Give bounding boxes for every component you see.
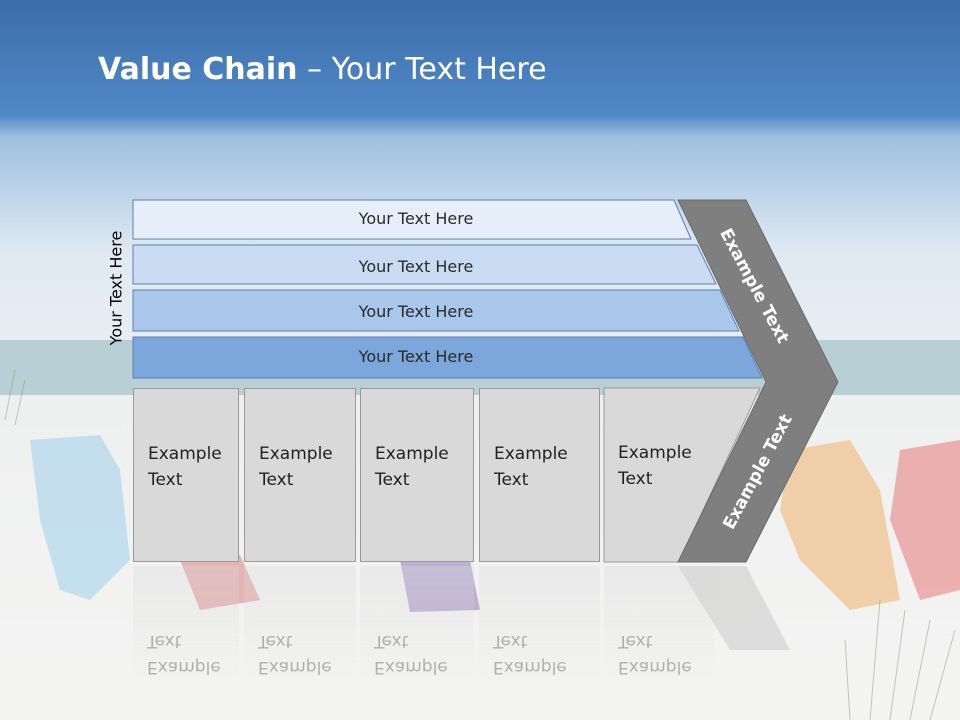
title-rest: – Your Text Here xyxy=(297,52,547,87)
band-1-text: Your Text Here xyxy=(358,209,474,228)
activity-box-4-reflection: Example Text xyxy=(479,566,600,686)
band-4-text: Your Text Here xyxy=(358,347,474,366)
activity-box-2-reflection: Example Text xyxy=(244,566,356,686)
band-3-shape xyxy=(132,289,740,332)
activity-box-3-reflection-text: Example Text xyxy=(374,631,448,677)
slide-title: Value Chain – Your Text Here xyxy=(98,52,547,87)
activity-box-4-text: Example Text xyxy=(494,444,568,490)
band-3-text: Your Text Here xyxy=(358,302,474,321)
activity-box-5: Example Text xyxy=(604,388,714,562)
chevron-shape xyxy=(677,199,839,563)
activity-box-3-reflection: Example Text xyxy=(360,566,474,686)
title-bold: Value Chain xyxy=(98,52,298,87)
chevron-reflection xyxy=(678,566,790,650)
band-4-shape xyxy=(132,336,763,379)
activity-box-1-text: Example Text xyxy=(148,444,222,490)
activity-box-1-reflection: Example Text xyxy=(133,566,239,686)
activity-box-3-text: Example Text xyxy=(375,444,449,490)
activity-box-3: Example Text xyxy=(360,388,474,562)
activity-box-5-reflection: Example Text xyxy=(604,566,714,686)
band-1-shape xyxy=(132,199,692,240)
activity-box-1-reflection-text: Example Text xyxy=(147,631,221,677)
activity-box-2-reflection-text: Example Text xyxy=(258,631,332,677)
activity-box-2-text: Example Text xyxy=(259,444,333,490)
band-2-shape xyxy=(132,244,717,285)
activity-box-5-reflection-text: Example Text xyxy=(618,631,692,677)
activity-box-4-reflection-text: Example Text xyxy=(493,631,567,677)
band-2-text: Your Text Here xyxy=(358,257,474,276)
activity-box-4: Example Text xyxy=(479,388,600,562)
activity-box-5-text: Example Text xyxy=(618,443,692,489)
activity-box-2: Example Text xyxy=(244,388,356,562)
activity-box-1: Example Text xyxy=(133,388,239,562)
